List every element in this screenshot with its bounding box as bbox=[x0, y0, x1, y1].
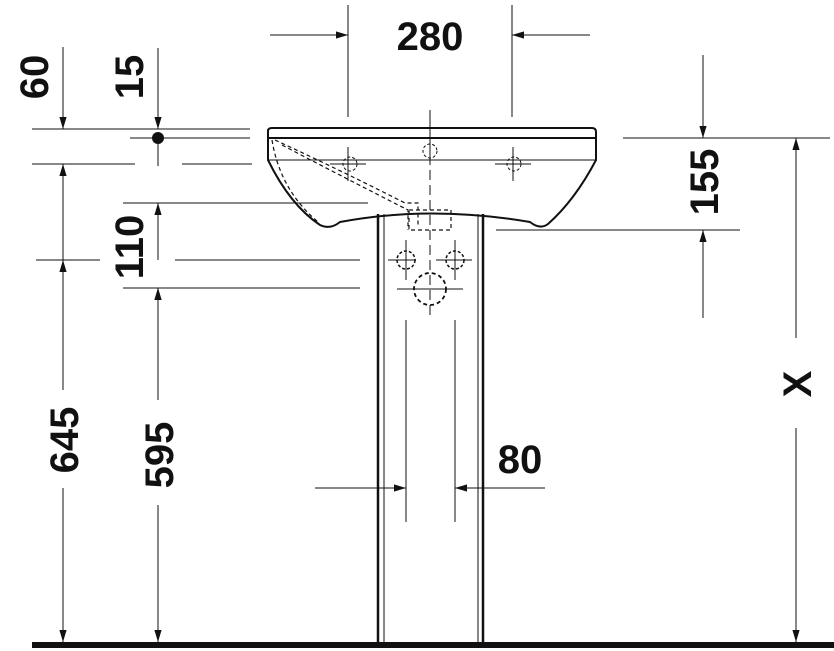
waste-connection-icon bbox=[397, 272, 463, 306]
dim-645-label: 645 bbox=[43, 407, 87, 474]
supply-connection-icons bbox=[388, 240, 472, 280]
dim-110 bbox=[36, 202, 368, 380]
tap-hole-center-icon bbox=[422, 110, 438, 320]
floor-line bbox=[32, 642, 834, 648]
dim-x-label: X bbox=[776, 370, 820, 397]
tap-hole-left-icon bbox=[330, 147, 366, 181]
tap-hole-right-icon bbox=[495, 147, 531, 181]
dim-80-label: 80 bbox=[498, 438, 543, 482]
tap-axis-point-icon bbox=[152, 132, 164, 144]
dim-155 bbox=[496, 55, 830, 318]
dim-110-label: 110 bbox=[108, 215, 152, 280]
dim-15-label: 15 bbox=[108, 55, 152, 100]
dim-60-15 bbox=[32, 47, 252, 245]
basin bbox=[267, 127, 597, 231]
dim-595-label: 595 bbox=[138, 422, 182, 489]
dim-280 bbox=[270, 5, 590, 117]
pedestal bbox=[376, 214, 485, 642]
dim-60-label: 60 bbox=[13, 55, 57, 100]
dim-155-label: 155 bbox=[683, 149, 727, 216]
dim-280-label: 280 bbox=[397, 15, 464, 59]
